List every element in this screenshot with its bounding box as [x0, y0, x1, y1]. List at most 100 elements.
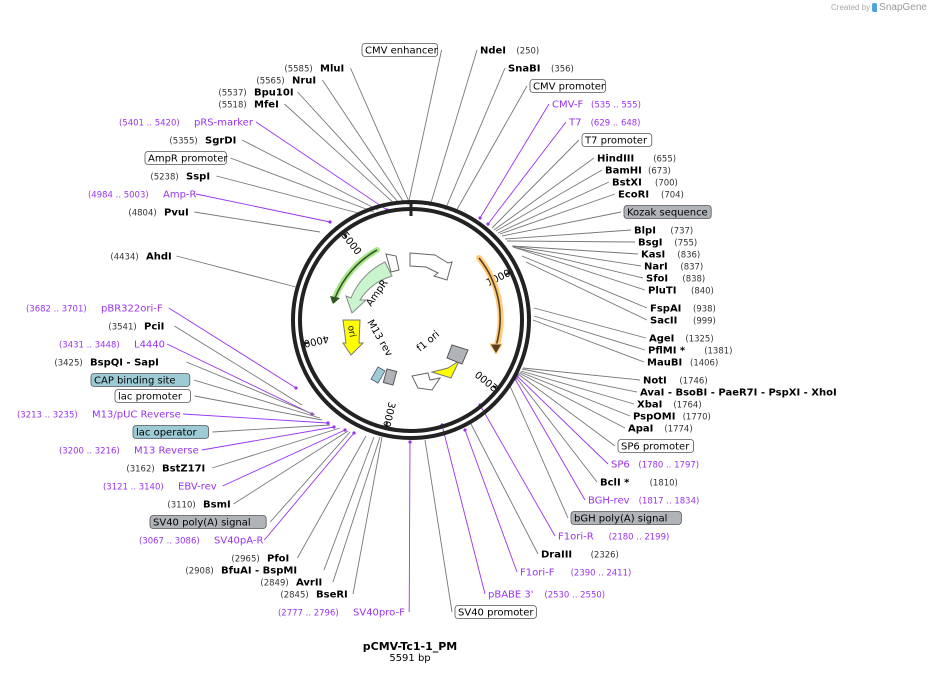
label-cmv-promoter[interactable]: CMV promoter	[529, 79, 606, 93]
label-sspi[interactable]: SspI(5238)	[150, 172, 210, 183]
label-fspai[interactable]: FspAI(938)	[650, 304, 716, 315]
label-pbabe3[interactable]: pBABE 3'(2530 .. 2550)	[488, 590, 605, 601]
label-blpi[interactable]: BlpI(737)	[634, 226, 693, 237]
label-snabi[interactable]: SnaBI(356)	[508, 64, 574, 75]
label-sgrdi[interactable]: SgrDI(5355)	[169, 136, 236, 147]
primer-name: T7	[568, 118, 581, 129]
label-kasi[interactable]: KasI(836)	[641, 250, 700, 261]
label-bpu10i[interactable]: Bpu10I(5537)	[218, 88, 293, 99]
label-kozak[interactable]: Kozak sequence	[623, 205, 712, 219]
label-pflmi[interactable]: PflMI *(1381)	[648, 346, 732, 357]
label-sacii[interactable]: SacII(999)	[650, 316, 716, 327]
primer-name: F1ori-R	[558, 532, 594, 543]
label-amp-r[interactable]: Amp-R(4984 .. 5003)	[88, 190, 197, 201]
label-draiii[interactable]: DraIII(2326)	[541, 550, 619, 561]
leader-line	[511, 245, 639, 255]
m13-rev-feature: M13 rev	[364, 318, 398, 386]
label-avrii[interactable]: AvrII(2849)	[260, 578, 322, 589]
label-bsgi[interactable]: BsgI(755)	[638, 238, 697, 249]
label-avai[interactable]: AvaI - BsoBI - PaeR7I - PspXI - XhoI(175…	[640, 388, 933, 399]
leader-line	[166, 343, 313, 415]
label-mfei[interactable]: MfeI(5518)	[218, 100, 278, 111]
label-cmv-f[interactable]: CMV-F(535 .. 555)	[552, 100, 641, 111]
label-pspomi[interactable]: PspOMI(1770)	[633, 412, 711, 423]
label-bgh-rev[interactable]: BGH-rev(1817 .. 1834)	[588, 496, 699, 507]
leader-line	[516, 375, 609, 465]
label-maubi[interactable]: MauBI(1406)	[647, 358, 718, 369]
tick-label: 2000	[474, 368, 501, 393]
leader-line	[519, 371, 631, 417]
label-bgh-polya[interactable]: bGH poly(A) signal	[570, 511, 682, 525]
label-lac-promoter[interactable]: lac promoter	[114, 389, 191, 403]
label-l4440[interactable]: L4440(3431 .. 3448)	[59, 340, 165, 351]
label-m13-puc-reverse[interactable]: M13/pUC Reverse(3213 .. 3235)	[17, 410, 181, 421]
label-bfuai[interactable]: BfuAI - BspMI(2908)	[185, 566, 297, 577]
feature-label: lac operator	[136, 428, 197, 439]
label-sv40pro-f[interactable]: SV40pro-F(2777 .. 2796)	[278, 608, 405, 619]
label-prs-marker[interactable]: pRS-marker(5401 .. 5420)	[119, 118, 254, 129]
label-hindiii[interactable]: HindIII(655)	[597, 154, 676, 165]
label-leader-lines	[166, 49, 648, 613]
label-sp6-promoter[interactable]: SP6 promoter	[617, 439, 694, 453]
label-sfoi[interactable]: SfoI(838)	[646, 274, 705, 285]
label-apai[interactable]: ApaI(1774)	[628, 424, 693, 435]
label-ampr-promoter[interactable]: AmpR promoter	[144, 151, 228, 165]
label-t7[interactable]: T7(629 .. 648)	[568, 118, 640, 129]
leader-line	[512, 246, 644, 279]
label-bspqi[interactable]: BspQI - SapI(3425)	[54, 358, 158, 369]
primer-site-marker	[408, 440, 412, 444]
label-sv40-promoter[interactable]: SV40 promoter	[454, 605, 537, 619]
label-agei[interactable]: AgeI(1325)	[649, 334, 714, 345]
label-ecori[interactable]: EcoRI(704)	[618, 190, 684, 201]
site-position: (1780 .. 1797)	[638, 461, 699, 471]
site-position: (704)	[661, 191, 684, 201]
label-sv40-polya[interactable]: SV40 poly(A) signal	[149, 515, 267, 529]
leader-line	[407, 49, 443, 206]
label-noti[interactable]: NotI(1746)	[643, 376, 708, 387]
label-pfoi[interactable]: PfoI(2965)	[231, 554, 289, 565]
label-ebv-rev[interactable]: EBV-rev(3121 .. 3140)	[103, 482, 217, 493]
label-f1ori-f[interactable]: F1ori-F(2390 .. 2411)	[520, 568, 631, 579]
enzyme-name: MfeI	[254, 100, 279, 111]
label-ahdi[interactable]: AhdI(4434)	[110, 252, 171, 263]
primer-name: F1ori-F	[520, 568, 555, 579]
label-ndei[interactable]: NdeI(250)	[480, 46, 539, 57]
label-xbai[interactable]: XbaI(1764)	[637, 400, 702, 411]
leader-line	[297, 435, 367, 559]
enzyme-name: XbaI	[637, 400, 662, 411]
label-cmv-enhancer[interactable]: CMV enhancer	[361, 43, 439, 57]
feature-box	[361, 43, 438, 57]
label-bseri[interactable]: BseRI(2845)	[280, 590, 347, 601]
label-bstz17i[interactable]: BstZ17I(3162)	[126, 464, 205, 475]
label-mlui[interactable]: MluI(5585)	[284, 64, 344, 75]
label-f1ori-r[interactable]: F1ori-R(2180 .. 2199)	[558, 532, 669, 543]
feature-box	[581, 133, 653, 147]
leader-line	[522, 367, 641, 381]
label-nari[interactable]: NarI(837)	[644, 262, 703, 273]
leader-line	[515, 376, 598, 483]
label-cap-binding-site[interactable]: CAP binding site	[90, 373, 191, 387]
label-sp6[interactable]: SP6(1780 .. 1797)	[611, 460, 699, 471]
label-bamhi[interactable]: BamHI(673)	[605, 166, 671, 177]
primer-name: SV40pA-R	[214, 536, 263, 547]
feature-label: AmpR promoter	[148, 154, 228, 165]
site-position: (3067 .. 3086)	[139, 537, 200, 547]
feature-label: Kozak sequence	[627, 208, 708, 219]
label-pbr322ori-f[interactable]: pBR322ori-F(3682 .. 3701)	[26, 304, 163, 315]
label-bsmi[interactable]: BsmI(3110)	[167, 500, 230, 511]
label-t7-promoter[interactable]: T7 promoter	[581, 133, 653, 147]
label-m13-reverse[interactable]: M13 Reverse(3200 .. 3216)	[59, 446, 199, 457]
label-pcii[interactable]: PciI(3541)	[108, 322, 164, 333]
label-bcli[interactable]: BclI *(1810)	[600, 478, 678, 489]
primer-name: pRS-marker	[194, 118, 254, 129]
leader-line	[499, 193, 616, 235]
label-nrui[interactable]: NruI(5565)	[256, 76, 316, 87]
leader-line	[517, 373, 616, 447]
label-pvui[interactable]: PvuI(4804)	[128, 208, 188, 219]
label-bstxi[interactable]: BstXI(700)	[612, 178, 678, 189]
feature-box	[132, 425, 209, 439]
label-sv40pa-r[interactable]: SV40pA-R (3067 .. 3086)	[139, 536, 264, 547]
label-lac-operator[interactable]: lac operator	[132, 425, 209, 439]
label-pluti[interactable]: PluTI(840)	[648, 286, 714, 297]
plasmid-name: pCMV-Tc1-1_PM	[362, 640, 458, 653]
